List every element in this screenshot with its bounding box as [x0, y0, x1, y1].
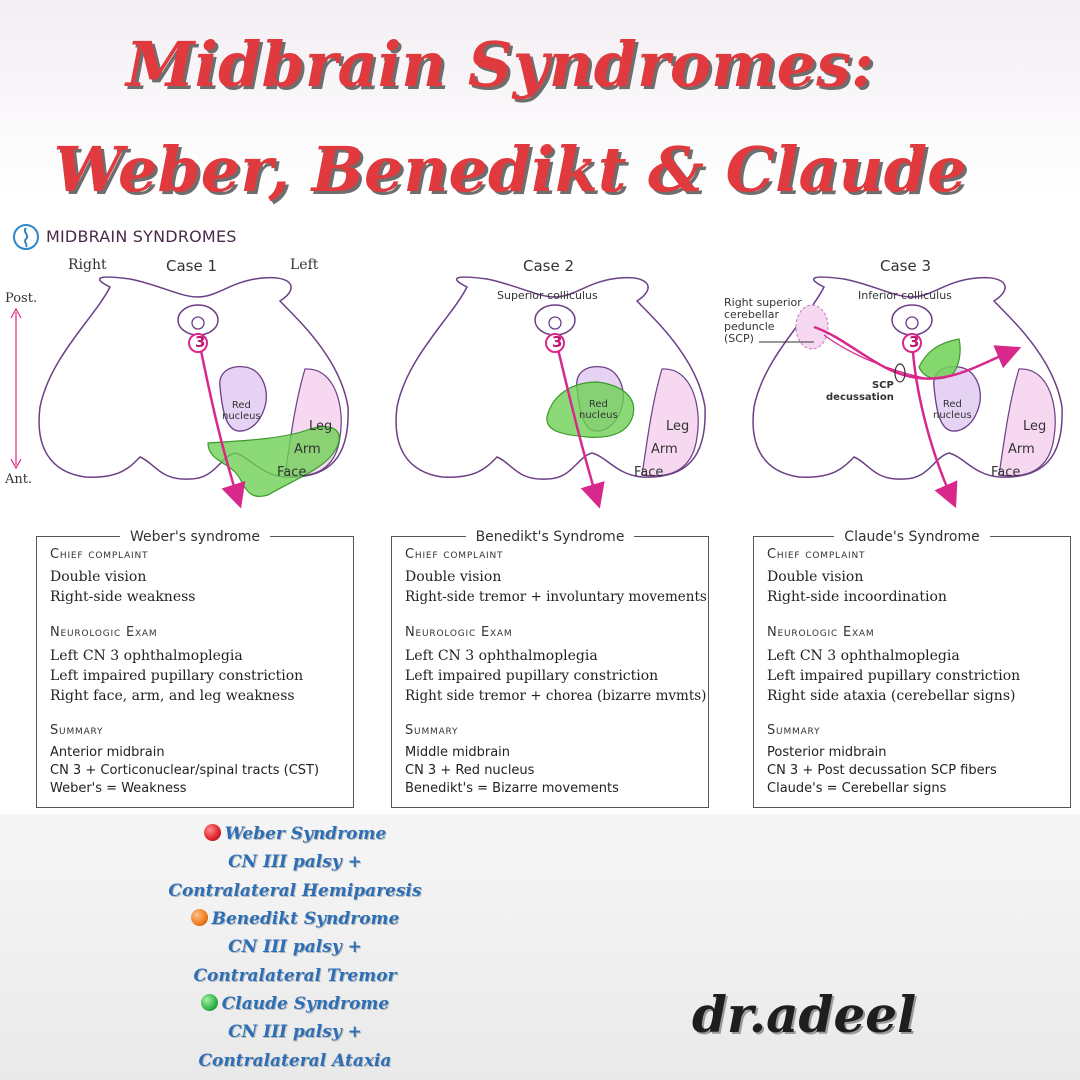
benedikt-chief-heading: Chief complaint	[405, 547, 504, 562]
weber-box: Weber's syndrome Chief complaint Double …	[36, 529, 354, 808]
weber-summary-1: Anterior midbrain	[50, 745, 165, 760]
case-2-red-nucleus-label: Red nucleus	[579, 399, 618, 421]
weber-summary-3: Weber's = Weakness	[50, 781, 187, 796]
benedikt-exam-3: Right side tremor + chorea (bizarre mvmt…	[405, 688, 707, 704]
case-2-label: Case 2	[523, 257, 575, 275]
benedikt-summary-2: CN 3 + Red nucleus	[405, 763, 535, 778]
orientation-ant: Ant.	[5, 472, 33, 487]
orientation-right: Right	[68, 257, 107, 273]
weber-exam-3: Right face, arm, and leg weakness	[50, 688, 295, 704]
benedikt-summary-line-1: CN III palsy +	[228, 937, 362, 957]
weber-summary-title: Weber Syndrome	[150, 824, 440, 844]
claude-summary-line-2: Contralateral Ataxia	[198, 1051, 392, 1071]
claude-summary-title: Claude Syndrome	[150, 994, 440, 1014]
logo-icon	[13, 224, 39, 250]
claude-box: Claude's Syndrome Chief complaint Double…	[753, 529, 1071, 808]
orientation-left: Left	[290, 257, 319, 273]
case-1-leg-label: Leg	[309, 419, 333, 434]
claude-chief-2: Right-side incoordination	[767, 589, 947, 605]
figure-header: MIDBRAIN SYNDROMES	[46, 227, 237, 246]
case-3-decussation-label: SCP decussation	[826, 380, 894, 403]
benedikt-exam-2: Left impaired pupillary constriction	[405, 668, 659, 684]
case-3-scp-label: Right superior cerebellar peduncle (SCP)	[724, 296, 802, 345]
benedikt-box-title: Benedikt's Syndrome	[465, 529, 635, 545]
case-3-top-label: Inferior colliculus	[858, 289, 952, 302]
benedikt-summary-1: Middle midbrain	[405, 745, 511, 760]
benedikt-chief-2: Right-side tremor + involuntary movement…	[405, 589, 707, 605]
case-3-leg-label: Leg	[1023, 419, 1047, 434]
weber-summary-line-1: CN III palsy +	[228, 852, 362, 872]
benedikt-exam-1: Left CN 3 ophthalmoplegia	[405, 648, 598, 664]
case-1-face-label: Face	[277, 465, 307, 480]
case-3-label: Case 3	[880, 257, 932, 275]
case-2-leg-label: Leg	[666, 419, 690, 434]
claude-summary-2: CN 3 + Post decussation SCP fibers	[767, 763, 997, 778]
case-2-face-label: Face	[634, 465, 664, 480]
midbrain-diagrams	[10, 276, 1063, 509]
weber-chief-1: Double vision	[50, 569, 147, 585]
case-1-diagram	[38, 276, 349, 509]
green-dot-icon	[200, 994, 218, 1011]
weber-exam-heading: Neurologic Exam	[50, 625, 158, 640]
orange-dot-icon	[190, 909, 208, 926]
case-2-diagram	[395, 276, 706, 509]
case-2-top-label: Superior colliculus	[497, 289, 598, 302]
case-2-arm-label: Arm	[651, 442, 678, 457]
weber-chief-2: Right-side weakness	[50, 589, 196, 605]
weber-exam-1: Left CN 3 ophthalmoplegia	[50, 648, 243, 664]
post-ant-arrow	[10, 307, 22, 470]
signature: dr.adeel	[692, 985, 917, 1044]
claude-box-title: Claude's Syndrome	[834, 529, 990, 545]
claude-exam-3: Right side ataxia (cerebellar signs)	[767, 688, 1016, 704]
benedikt-exam-heading: Neurologic Exam	[405, 625, 513, 640]
claude-summary-3: Claude's = Cerebellar signs	[767, 781, 947, 796]
case-3-face-label: Face	[991, 465, 1021, 480]
case-1-cn3-label: 3	[195, 333, 206, 351]
claude-exam-1: Left CN 3 ophthalmoplegia	[767, 648, 960, 664]
claude-summary-title-text: Claude Syndrome	[221, 994, 390, 1014]
case-1-label: Case 1	[166, 257, 218, 275]
claude-summary-1: Posterior midbrain	[767, 745, 887, 760]
page-title-line-1: Midbrain Syndromes:	[125, 28, 875, 101]
benedikt-chief-1: Double vision	[405, 569, 502, 585]
case-3-arm-label: Arm	[1008, 442, 1035, 457]
claude-summary-heading: Summary	[767, 723, 821, 738]
benedikt-summary-3: Benedikt's = Bizarre movements	[405, 781, 619, 796]
weber-exam-2: Left impaired pupillary constriction	[50, 668, 304, 684]
claude-chief-heading: Chief complaint	[767, 547, 866, 562]
case-1-red-nucleus-label: Red nucleus	[222, 400, 261, 422]
case-3-diagram	[752, 276, 1063, 509]
benedikt-summary-line-2: Contralateral Tremor	[193, 966, 397, 986]
benedikt-summary-title: Benedikt Syndrome	[150, 909, 440, 929]
benedikt-summary-title-text: Benedikt Syndrome	[211, 909, 400, 929]
benedikt-box: Benedikt's Syndrome Chief complaint Doub…	[391, 529, 709, 808]
weber-summary-2: CN 3 + Corticonuclear/spinal tracts (CST…	[50, 763, 320, 778]
claude-summary-line-1: CN III palsy +	[228, 1022, 362, 1042]
red-dot-icon	[203, 824, 221, 841]
benedikt-summary-heading: Summary	[405, 723, 459, 738]
midbrain-figure: MIDBRAIN SYNDROMES Right Left Post. Ant.…	[0, 217, 1080, 814]
page-title-line-2: Weber, Benedikt & Claude	[53, 133, 967, 206]
weber-chief-heading: Chief complaint	[50, 547, 149, 562]
weber-summary-title-text: Weber Syndrome	[224, 824, 387, 844]
case-2-cn3-label: 3	[552, 333, 563, 351]
claude-chief-1: Double vision	[767, 569, 864, 585]
claude-exam-2: Left impaired pupillary constriction	[767, 668, 1021, 684]
claude-exam-heading: Neurologic Exam	[767, 625, 875, 640]
weber-summary-heading: Summary	[50, 723, 104, 738]
weber-summary-line-2: Contralateral Hemiparesis	[168, 881, 422, 901]
orientation-post: Post.	[5, 291, 38, 306]
weber-box-title: Weber's syndrome	[119, 529, 271, 545]
case-3-cn3-label: 3	[909, 333, 920, 351]
case-1-arm-label: Arm	[294, 442, 321, 457]
case-3-red-nucleus-label: Red nucleus	[933, 399, 972, 421]
